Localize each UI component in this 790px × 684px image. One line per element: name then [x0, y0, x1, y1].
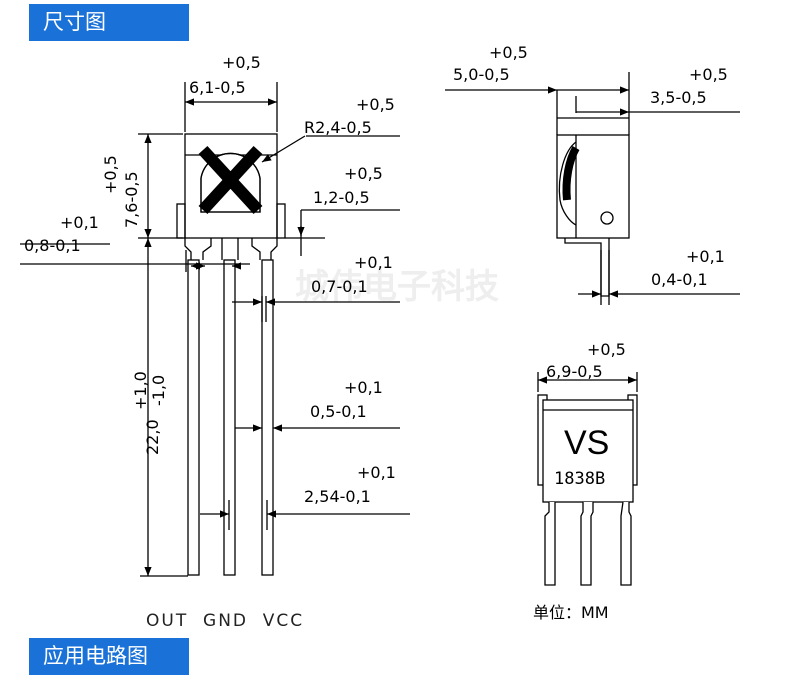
side-lens-value: 3,5-0,5: [650, 88, 707, 107]
watermark-text: 城伟电子科技: [295, 267, 499, 307]
back-width-value: 6,9-0,5: [546, 362, 603, 381]
dim-radius-value: R2,4-0,5: [304, 118, 372, 137]
side-lead-thickness-value: 0,4-0,1: [651, 270, 708, 289]
part-code: 1838B: [554, 469, 605, 489]
dim-pin-thickness-value: 0,5-0,1: [310, 402, 367, 421]
dim-pin-gap-tolerance: +0,1: [354, 253, 393, 272]
front-view: [20, 82, 410, 577]
dim-radius-tolerance: +0,5: [356, 95, 395, 114]
section-title-dimensions: 尺寸图: [29, 4, 189, 41]
back-width-tolerance: +0,5: [587, 340, 626, 359]
dim-width-tolerance: +0,5: [222, 53, 261, 72]
dim-base-tolerance: +0,1: [60, 213, 99, 232]
side-depth-value: 5,0-0,5: [453, 65, 510, 84]
dim-lead-width-tolerance: +0,5: [344, 164, 383, 183]
side-lead-thickness-tolerance: +0,1: [686, 247, 725, 266]
dim-lead-length-tolerance-up: +1,0: [131, 371, 150, 410]
dim-height-value: 7,6-0,5: [122, 171, 141, 228]
dim-lead-width-value: 1,2-0,5: [313, 188, 370, 207]
pin-labels: OUT GND VCC: [146, 611, 304, 631]
dim-base-value: 0,8-0,1: [24, 236, 81, 255]
dim-lead-length-value: 22,0: [143, 419, 162, 455]
section-title-application-circuit: 应用电路图: [29, 638, 189, 675]
back-view: [537, 372, 638, 586]
side-lens-tolerance: +0,5: [689, 65, 728, 84]
unit-label: 单位：MM: [533, 603, 609, 622]
part-marking: VS: [564, 424, 609, 462]
side-depth-tolerance: +0,5: [489, 43, 528, 62]
dim-width-value: 6,1-0,5: [189, 78, 246, 97]
dim-height-tolerance: +0,5: [101, 155, 120, 194]
dim-pitch-value: 2,54-0,1: [304, 487, 371, 506]
dim-pin-thickness-tolerance: +0,1: [344, 378, 383, 397]
dim-lead-length-tolerance-down: -1,0: [149, 375, 168, 406]
side-view: [445, 72, 740, 305]
dim-pitch-tolerance: +0,1: [357, 463, 396, 482]
dim-pin-gap-value: 0,7-0,1: [311, 277, 368, 296]
